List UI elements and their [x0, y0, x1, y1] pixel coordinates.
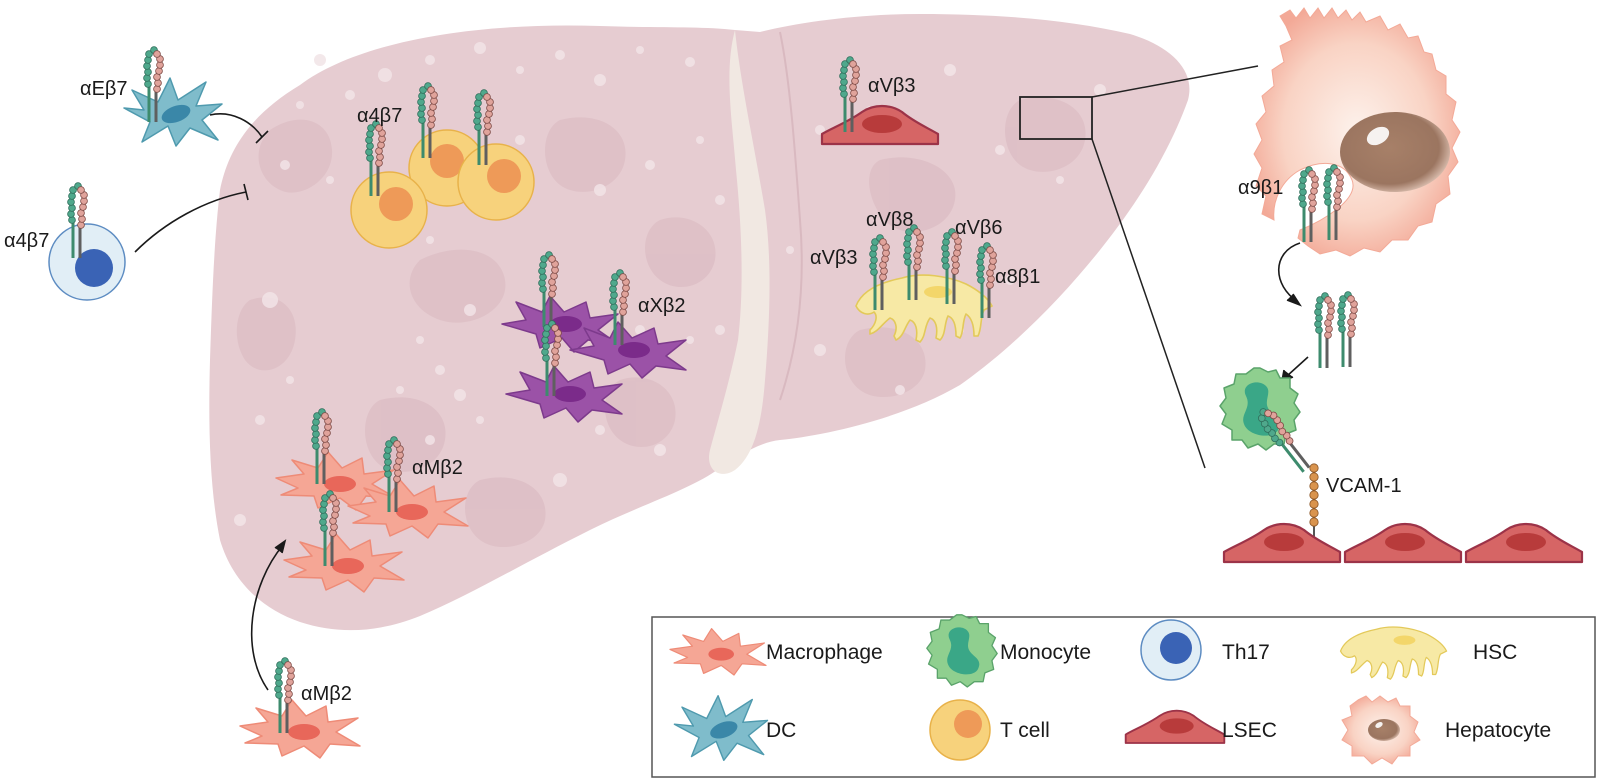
dc-blue-outside: [123, 45, 223, 147]
legend-label-lsec: LSEC: [1222, 719, 1277, 742]
hepatocyte-release-arrow: [1277, 242, 1301, 303]
legend-label-th17: Th17: [1222, 641, 1270, 664]
tcell-cluster: [350, 81, 535, 249]
label-macrophage-out-am-b2: αMβ2: [301, 683, 352, 705]
legend-label-hepatocyte: Hepatocyte: [1445, 719, 1551, 742]
legend-label-hsc: HSC: [1473, 641, 1517, 664]
label-tcell-a4-b7: α4β7: [357, 105, 402, 127]
label-dc-ae-b7: αEβ7: [80, 78, 128, 100]
dc-inhibit-arrow: [209, 113, 263, 138]
legend: Macrophage Monocyte Th17 HSC DC T cell L…: [651, 614, 1596, 778]
legend-item-hsc: HSC: [1339, 626, 1517, 680]
macrophage-recruit-arrow: [250, 544, 284, 691]
zoom-callout: [1019, 65, 1259, 469]
legend-item-dc: DC: [673, 694, 796, 762]
label-lsec-av-b3: αVβ3: [868, 75, 916, 97]
label-hsc-av-b6: αVβ6: [955, 217, 1003, 239]
legend-item-macrophage: Macrophage: [669, 627, 883, 676]
legend-item-tcell: T cell: [929, 699, 1050, 761]
legend-label-macrophage: Macrophage: [766, 641, 883, 664]
legend-item-th17: Th17: [1140, 619, 1270, 681]
label-hsc-av-b3: αVβ3: [810, 247, 858, 269]
label-macrophage-am-b2: αMβ2: [412, 457, 463, 479]
label-hsc-av-b8: αVβ8: [866, 209, 914, 231]
label-hepatocyte-a9-b1: α9β1: [1238, 177, 1283, 199]
legend-item-monocyte: Monocyte: [926, 614, 1091, 688]
legend-label-monocyte: Monocyte: [1000, 641, 1091, 664]
legend-label-tcell: T cell: [1000, 719, 1050, 742]
legend-label-dc: DC: [766, 719, 796, 742]
zoom-box: [1019, 96, 1093, 140]
label-th17-a4-b7: α4β7: [4, 230, 49, 252]
label-dc-ax-b2: αXβ2: [638, 295, 686, 317]
arrows: [134, 113, 1309, 691]
label-vcam: VCAM-1: [1326, 475, 1402, 497]
integrin-bind-arrow: [1286, 356, 1309, 377]
label-hsc-a8-b1: α8β1: [995, 266, 1040, 288]
th17-inhibit-arrow: [134, 191, 247, 253]
integrin-labels: αEβ7 α4β7 α4β7 αVβ3 αVβ8 αVβ6 αVβ3 α8β1 …: [4, 75, 1402, 705]
th17-outside: [48, 181, 126, 301]
legend-item-lsec: LSEC: [1124, 709, 1277, 744]
legend-item-hepatocyte: Hepatocyte: [1341, 695, 1551, 765]
hepatocyte-zoom: [1219, 7, 1584, 564]
vcam-molecule: [1251, 402, 1319, 542]
